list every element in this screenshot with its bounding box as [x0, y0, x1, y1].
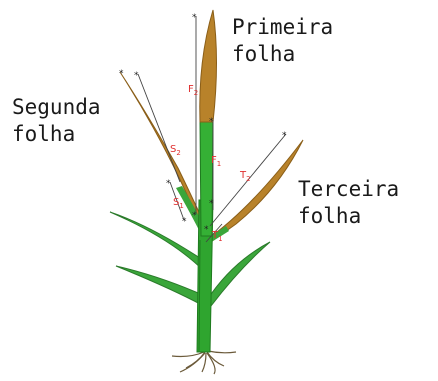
- first-leaf-sheath: [199, 119, 214, 237]
- measure-lines: [137, 16, 287, 243]
- svg-text:*: *: [166, 179, 171, 189]
- svg-text:*: *: [209, 117, 214, 127]
- svg-text:*: *: [192, 13, 197, 23]
- first-leaf-blade: [199, 9, 217, 123]
- measure-label-f1: F1: [211, 155, 221, 168]
- lower-right-leaf: [206, 241, 271, 307]
- measure-label-s2: S2: [170, 144, 181, 157]
- svg-text:*: *: [282, 131, 287, 141]
- svg-text:*: *: [204, 225, 209, 235]
- lower-left-leaf: [109, 211, 207, 271]
- measure-label-t2: T2: [239, 170, 251, 183]
- svg-text:*: *: [182, 217, 187, 227]
- lower-left-leaf-2: [115, 265, 206, 306]
- measure-label-t1: T1: [211, 230, 223, 243]
- svg-text:*: *: [192, 211, 197, 221]
- svg-text:*: *: [119, 69, 124, 79]
- roots: [171, 350, 237, 375]
- svg-text:*: *: [209, 199, 214, 209]
- measure-label-s1: S1: [173, 197, 184, 210]
- measure-label-f2: F2: [188, 84, 198, 97]
- svg-text:*: *: [134, 71, 139, 81]
- measure-ticks: * * * * * * * * * *: [119, 13, 287, 235]
- third-leaf-blade: [205, 139, 304, 245]
